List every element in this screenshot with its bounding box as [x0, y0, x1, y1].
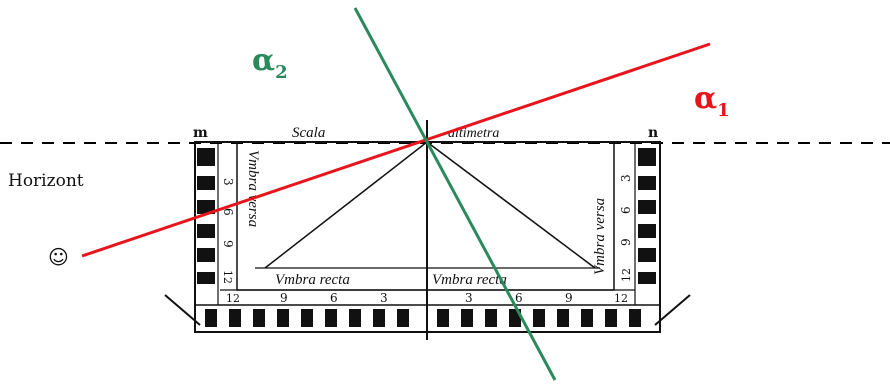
- umbra-versa-right: Vmbra versa: [592, 198, 608, 275]
- bottom-striped-bar: [205, 309, 641, 327]
- alpha1-subscript: 1: [717, 100, 730, 121]
- observer-icon: ☺: [48, 245, 69, 269]
- umbra-recta-right: Vmbra recta: [432, 272, 507, 288]
- right-scale-3: 3: [619, 174, 633, 182]
- left-scale-12: 12: [221, 270, 234, 284]
- left-scale-6: 6: [221, 208, 235, 216]
- alpha1-sight-line: [81, 42, 711, 258]
- bottom-scale-3-right: 3: [465, 291, 473, 305]
- alpha1-symbol: α: [694, 81, 717, 116]
- bottom-scale-6-right: 6: [515, 291, 523, 305]
- left-striped-bar: [197, 148, 215, 284]
- left-scale-3: 3: [221, 178, 235, 186]
- scale-label-left: Scala: [292, 125, 325, 141]
- bottom-scale-12-left: 12: [226, 292, 240, 305]
- right-striped-bar: [638, 148, 656, 284]
- left-scale-9: 9: [221, 240, 235, 248]
- bottom-scale-6-left: 6: [330, 291, 338, 305]
- bottom-scale-9-right: 9: [565, 291, 573, 305]
- bottom-scale-3-left: 3: [380, 291, 388, 305]
- corner-label-m: m: [193, 125, 208, 141]
- bottom-scale-12-right: 12: [614, 292, 628, 305]
- alpha1-label: α1: [694, 81, 730, 121]
- horizon-label: Horizont: [8, 171, 84, 191]
- umbra-recta-left: Vmbra recta: [275, 272, 350, 288]
- alpha2-subscript: 2: [275, 62, 288, 83]
- right-scale-6: 6: [619, 206, 633, 214]
- right-scale-9: 9: [619, 238, 633, 246]
- bottom-scale-9-left: 9: [280, 291, 288, 305]
- alpha2-symbol: α: [252, 43, 275, 78]
- right-scale-12: 12: [620, 268, 633, 282]
- scale-label-right: altimetra: [448, 126, 499, 141]
- scale-frame: [164, 120, 691, 340]
- alpha2-sight-line: [353, 7, 557, 381]
- corner-label-n: n: [648, 125, 658, 141]
- alpha2-label: α2: [252, 43, 288, 83]
- umbra-versa-left: Vmbra versa: [245, 150, 261, 227]
